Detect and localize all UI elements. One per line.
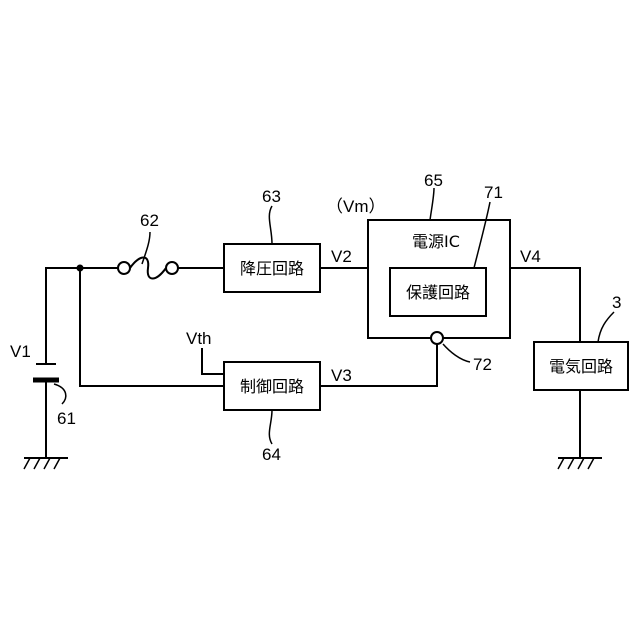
signal-vm: （Vm） — [326, 197, 386, 216]
signal-v4: V4 — [520, 247, 541, 266]
signal-vth: Vth — [186, 329, 212, 348]
ref-battery: 61 — [57, 409, 76, 428]
control-circuit-label: 制御回路 — [240, 377, 304, 396]
ref-step-down: 63 — [262, 187, 281, 206]
terminal-72 — [431, 332, 443, 344]
leader-lines — [54, 188, 614, 444]
fuse-symbol — [118, 258, 178, 279]
power-ic-label: 電源IC — [412, 232, 460, 251]
signal-v2: V2 — [331, 247, 352, 266]
wire-battery-top — [46, 268, 80, 364]
step-down-circuit-label: 降圧回路 — [240, 259, 304, 278]
wire-vth — [202, 348, 224, 374]
signal-v3: V3 — [331, 366, 352, 385]
ref-fuse: 62 — [140, 211, 159, 230]
ground-symbol-right — [558, 458, 602, 469]
ref-protection: 71 — [484, 183, 503, 202]
wire-v4 — [510, 268, 580, 342]
junction-node — [77, 265, 84, 272]
ref-power-ic: 65 — [424, 171, 443, 190]
ref-electric: 3 — [612, 293, 621, 312]
electric-circuit-label: 電気回路 — [549, 357, 613, 376]
battery-symbol — [33, 364, 59, 380]
signal-v1: V1 — [10, 342, 31, 361]
ref-control: 64 — [262, 445, 281, 464]
ground-symbol-left — [24, 458, 68, 469]
ref-terminal: 72 — [473, 355, 492, 374]
protection-circuit-label: 保護回路 — [406, 283, 470, 302]
